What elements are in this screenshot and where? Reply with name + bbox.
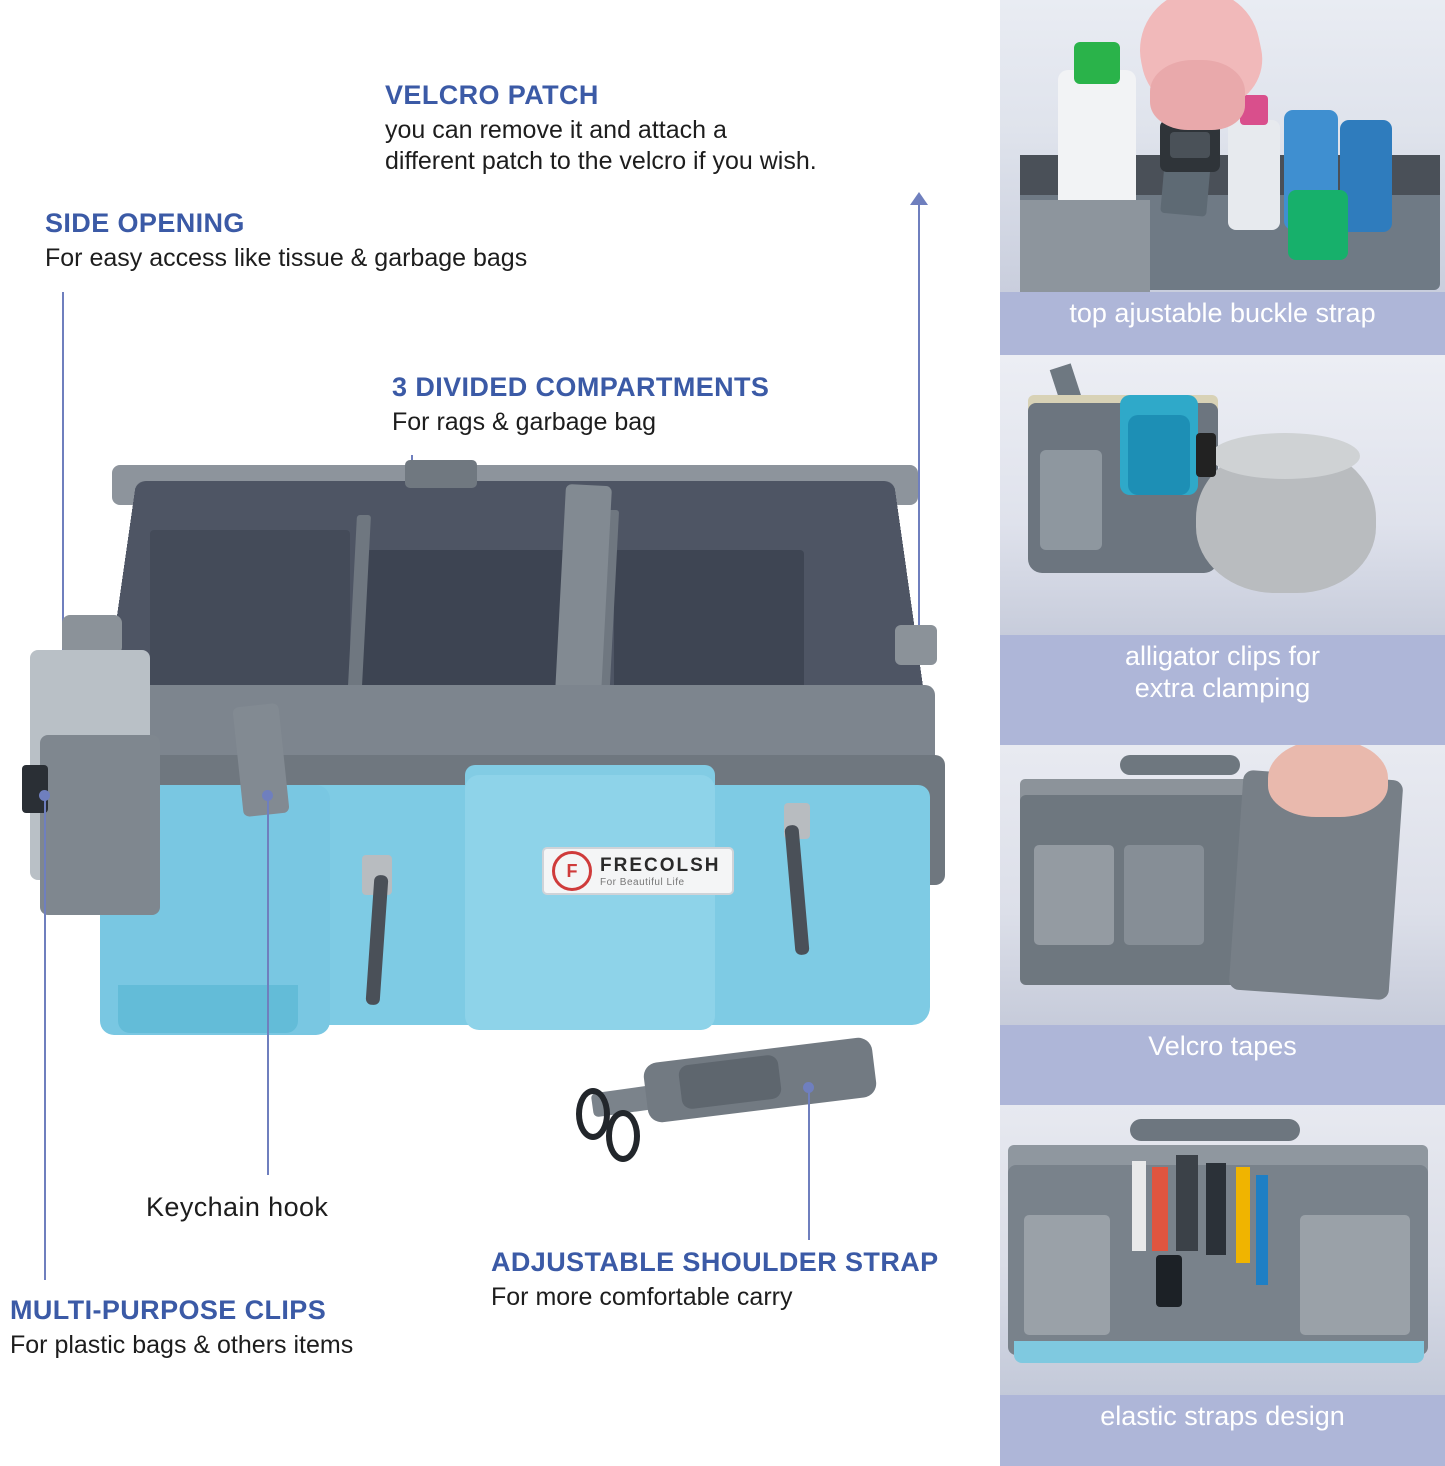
side-clip-left bbox=[22, 765, 48, 813]
caption-elastic-straps: elastic straps design bbox=[1000, 1395, 1445, 1433]
feature-photo-panel: top ajustable buckle strap alligator cli… bbox=[1000, 0, 1445, 1466]
leader-arrow-velcro bbox=[910, 192, 928, 205]
photo-alligator-clips bbox=[1000, 355, 1445, 635]
callout-divided-compartments-desc: For rags & garbage bag bbox=[392, 408, 657, 436]
leader-line-multi-clips bbox=[44, 800, 46, 1280]
leader-dot-keychain bbox=[262, 790, 273, 801]
callout-velcro-patch-desc-line1: you can remove it and attach a bbox=[385, 116, 727, 144]
shoulder-strap-illustration bbox=[570, 1036, 900, 1162]
callout-multi-purpose-clips: MULTI-PURPOSE CLIPS For plastic bags & o… bbox=[10, 1295, 353, 1361]
photo-velcro-tapes bbox=[1000, 745, 1445, 1025]
brand-name: FRECOLSH bbox=[600, 854, 721, 876]
strap-hook-icon-2 bbox=[606, 1110, 640, 1162]
photo-elastic-straps bbox=[1000, 1105, 1445, 1395]
callout-keychain-hook: Keychain hook bbox=[146, 1192, 328, 1223]
callout-divided-compartments: 3 DIVIDED COMPARTMENTS For rags & garbag… bbox=[392, 372, 769, 438]
side-ring-left bbox=[62, 615, 122, 655]
callout-adjustable-shoulder-strap: ADJUSTABLE SHOULDER STRAP For more comfo… bbox=[491, 1247, 939, 1313]
callout-side-opening: SIDE OPENING For easy access like tissue… bbox=[45, 208, 527, 274]
product-illustration: F FRECOLSH For Beautiful Life bbox=[0, 455, 980, 1075]
caption-buckle-strap: top ajustable buckle strap bbox=[1000, 292, 1445, 330]
callout-velcro-patch-desc: you can remove it and attach a different… bbox=[385, 115, 817, 177]
caption-alligator-clips: alligator clips for extra clamping bbox=[1000, 635, 1445, 705]
callout-side-opening-title: SIDE OPENING bbox=[45, 208, 245, 238]
compartment-right bbox=[614, 550, 804, 690]
side-ring-right bbox=[895, 625, 937, 665]
caption-velcro-tapes-line1: Velcro tapes bbox=[1148, 1031, 1297, 1061]
caption-velcro-tapes: Velcro tapes bbox=[1000, 1025, 1445, 1063]
strap-hook-icon-1 bbox=[576, 1088, 610, 1140]
top-buckle bbox=[405, 460, 477, 488]
leader-line-side-opening bbox=[62, 292, 64, 792]
panel-item-elastic-straps: elastic straps design bbox=[1000, 1105, 1445, 1433]
panel-item-alligator-clips: alligator clips for extra clamping bbox=[1000, 355, 1445, 705]
brand-label: F FRECOLSH For Beautiful Life bbox=[542, 847, 734, 895]
caption-elastic-straps-line1: elastic straps design bbox=[1100, 1401, 1345, 1431]
leader-line-velcro bbox=[918, 205, 920, 865]
leader-dot-multi-clips bbox=[39, 790, 50, 801]
callout-velcro-patch-title: VELCRO PATCH bbox=[385, 80, 599, 110]
caption-alligator-clips-line2: extra clamping bbox=[1134, 672, 1311, 703]
panel-item-buckle-strap: top ajustable buckle strap bbox=[1000, 0, 1445, 330]
leader-dot-shoulder-strap bbox=[803, 1082, 814, 1093]
callout-side-opening-desc: For easy access like tissue & garbage ba… bbox=[45, 244, 528, 272]
callout-divided-compartments-title: 3 DIVIDED COMPARTMENTS bbox=[392, 372, 770, 402]
caption-alligator-clips-line1: alligator clips for bbox=[1124, 641, 1321, 671]
panel-item-velcro-tapes: Velcro tapes bbox=[1000, 745, 1445, 1063]
callout-adjustable-shoulder-strap-title: ADJUSTABLE SHOULDER STRAP bbox=[491, 1247, 939, 1277]
callout-velcro-patch-desc-line2: different patch to the velcro if you wis… bbox=[385, 147, 817, 175]
mesh-pocket-lower bbox=[40, 735, 160, 915]
callout-adjustable-shoulder-strap-desc: For more comfortable carry bbox=[491, 1283, 793, 1311]
compartment-left bbox=[150, 530, 350, 695]
brand-tagline: For Beautiful Life bbox=[600, 876, 685, 888]
main-product-area: VELCRO PATCH you can remove it and attac… bbox=[0, 80, 980, 1361]
callout-multi-purpose-clips-desc: For plastic bags & others items bbox=[10, 1331, 354, 1359]
leader-line-keychain bbox=[267, 800, 269, 1175]
product-bottom-left bbox=[118, 985, 298, 1033]
callout-velcro-patch: VELCRO PATCH you can remove it and attac… bbox=[385, 80, 817, 177]
front-pocket bbox=[465, 775, 715, 1030]
callout-multi-purpose-clips-title: MULTI-PURPOSE CLIPS bbox=[10, 1295, 327, 1325]
leader-line-shoulder-strap bbox=[808, 1090, 810, 1240]
brand-logo-icon: F bbox=[552, 851, 592, 891]
photo-buckle-strap bbox=[1000, 0, 1445, 292]
caption-buckle-strap-line1: top ajustable buckle strap bbox=[1069, 298, 1376, 328]
callout-keychain-hook-title: Keychain hook bbox=[146, 1192, 329, 1222]
